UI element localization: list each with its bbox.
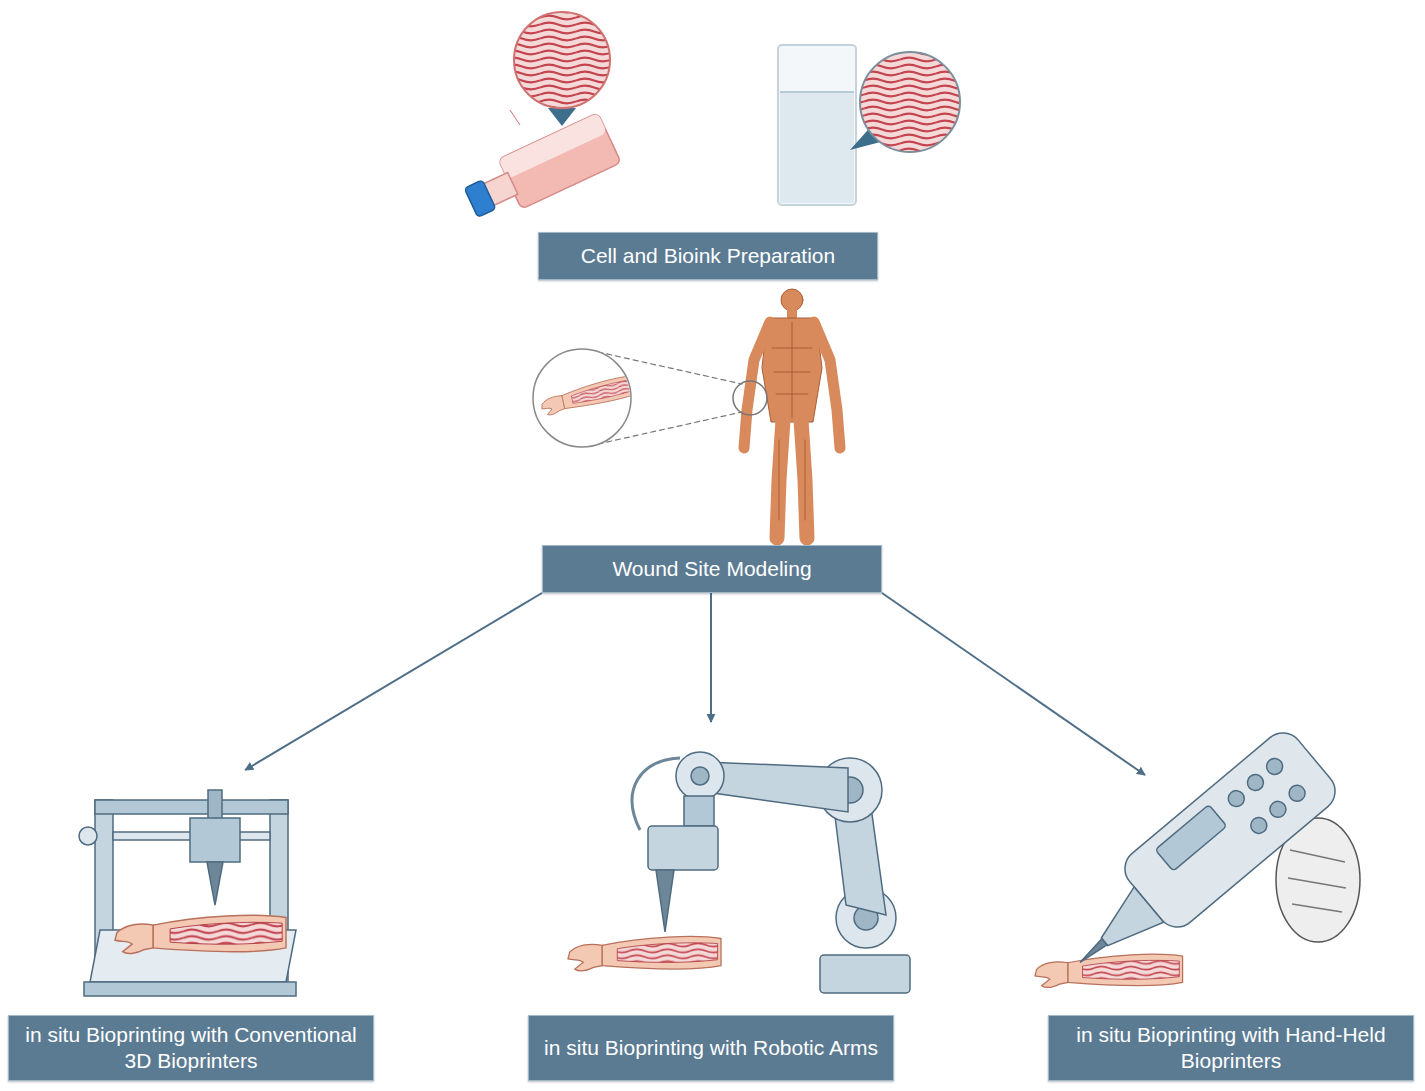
human-figure (533, 289, 840, 538)
method-panel: in situ Bioprinting with Robotic Arms (528, 722, 894, 1081)
culture-flask (459, 12, 621, 227)
flow-arrow (882, 593, 1145, 775)
box-label: Wound Site Modeling (612, 556, 811, 582)
method-panel: in situ Bioprinting with Hand-Held Biopr… (1048, 775, 1414, 1081)
flow-arrow (710, 593, 712, 722)
3d-bioprinter (79, 790, 296, 996)
process-box: Cell and Bioink Preparation (538, 232, 878, 280)
process-box: Wound Site Modeling (542, 545, 882, 593)
flow-arrow (245, 593, 542, 770)
box-label: in situ Bioprinting with Hand-Held Biopr… (1048, 1015, 1414, 1082)
box-label: in situ Bioprinting with Robotic Arms (528, 1015, 894, 1081)
box-label: Cell and Bioink Preparation (581, 243, 835, 269)
handheld-bioprinter (1035, 725, 1360, 993)
bioink-beaker (778, 45, 960, 205)
method-panel: in situ Bioprinting with Conventional 3D… (8, 770, 374, 1081)
box-label: in situ Bioprinting with Conventional 3D… (8, 1015, 374, 1082)
robotic-arm (568, 752, 910, 993)
